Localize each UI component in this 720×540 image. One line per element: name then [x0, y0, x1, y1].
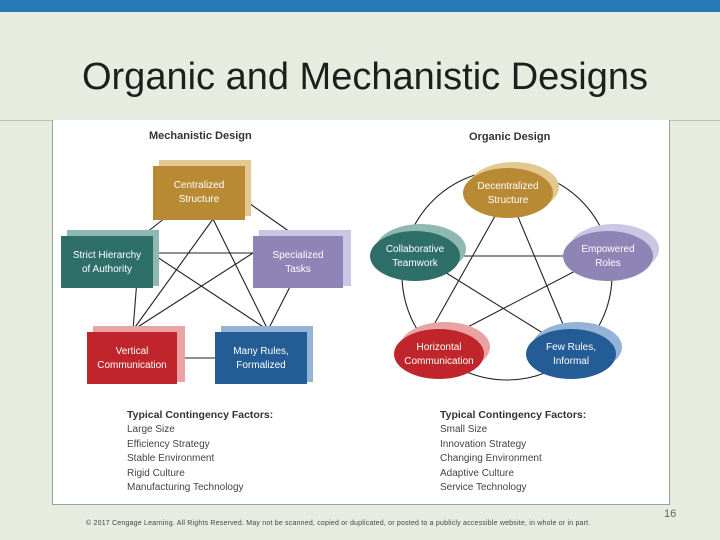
factor-item: Changing Environment [440, 453, 542, 464]
organic-heading: Organic Design [469, 131, 551, 143]
mech-node-vertical-communication: Vertical Communication [87, 326, 185, 384]
design-diagram: Mechanistic Design Centralized Structure… [61, 130, 659, 493]
mechanistic-factors: Typical Contingency Factors: Large Size … [127, 409, 273, 493]
svg-text:Many Rules,: Many Rules, [233, 346, 289, 357]
svg-text:Vertical: Vertical [116, 346, 149, 357]
svg-text:Empowered: Empowered [581, 244, 634, 255]
org-node-horizontal-communication: Horizontal Communication [394, 322, 490, 379]
svg-text:Centralized: Centralized [174, 180, 225, 191]
mech-node-many-rules: Many Rules, Formalized [215, 326, 313, 384]
svg-text:Structure: Structure [179, 194, 220, 205]
slide-title: Organic and Mechanistic Designs [81, 56, 649, 98]
svg-text:Decentralized: Decentralized [477, 181, 538, 192]
svg-text:Strict Hierarchy: Strict Hierarchy [73, 250, 141, 261]
mech-node-specialized-tasks: Specialized Tasks [253, 230, 351, 288]
svg-text:Few Rules,: Few Rules, [546, 342, 596, 353]
svg-text:Horizontal: Horizontal [416, 342, 461, 353]
mechanistic-factors-heading: Typical Contingency Factors: [127, 409, 273, 421]
mech-node-centralized-structure: Centralized Structure [153, 160, 251, 220]
svg-text:Communication: Communication [404, 356, 473, 367]
factor-item: Manufacturing Technology [127, 482, 244, 493]
design-diagram-figure: Mechanistic Design Centralized Structure… [52, 120, 670, 505]
factor-item: Innovation Strategy [440, 439, 526, 450]
factor-item: Small Size [440, 424, 488, 435]
title-area: Organic and Mechanistic Designs [0, 12, 720, 121]
copyright-footer: © 2017 Cengage Learning. All Rights Rese… [86, 520, 591, 527]
factor-item: Efficiency Strategy [127, 439, 210, 450]
factor-item: Adaptive Culture [440, 468, 514, 479]
svg-text:Tasks: Tasks [285, 264, 311, 275]
factor-item: Rigid Culture [127, 468, 185, 479]
svg-text:of Authority: of Authority [82, 264, 132, 275]
org-node-collaborative-teamwork: Collaborative Teamwork [370, 224, 466, 281]
svg-text:Roles: Roles [595, 258, 621, 269]
svg-text:Communication: Communication [97, 360, 166, 371]
org-node-few-rules: Few Rules, Informal [526, 322, 622, 379]
svg-text:Structure: Structure [488, 195, 529, 206]
organic-factors: Typical Contingency Factors: Small Size … [440, 409, 586, 493]
factor-item: Large Size [127, 424, 175, 435]
top-accent-bar [0, 0, 720, 12]
factor-item: Service Technology [440, 482, 527, 493]
factor-item: Stable Environment [127, 453, 214, 464]
page-number: 16 [664, 508, 677, 520]
svg-text:Informal: Informal [553, 356, 589, 367]
svg-text:Teamwork: Teamwork [392, 258, 439, 269]
org-node-decentralized-structure: Decentralized Structure [463, 162, 559, 218]
org-node-empowered-roles: Empowered Roles [563, 224, 659, 281]
mech-node-strict-hierarchy: Strict Hierarchy of Authority [61, 230, 159, 288]
svg-text:Collaborative: Collaborative [386, 244, 445, 255]
svg-text:Specialized: Specialized [272, 250, 323, 261]
organic-factors-heading: Typical Contingency Factors: [440, 409, 586, 421]
svg-text:Formalized: Formalized [236, 360, 285, 371]
mechanistic-heading: Mechanistic Design [149, 130, 252, 142]
